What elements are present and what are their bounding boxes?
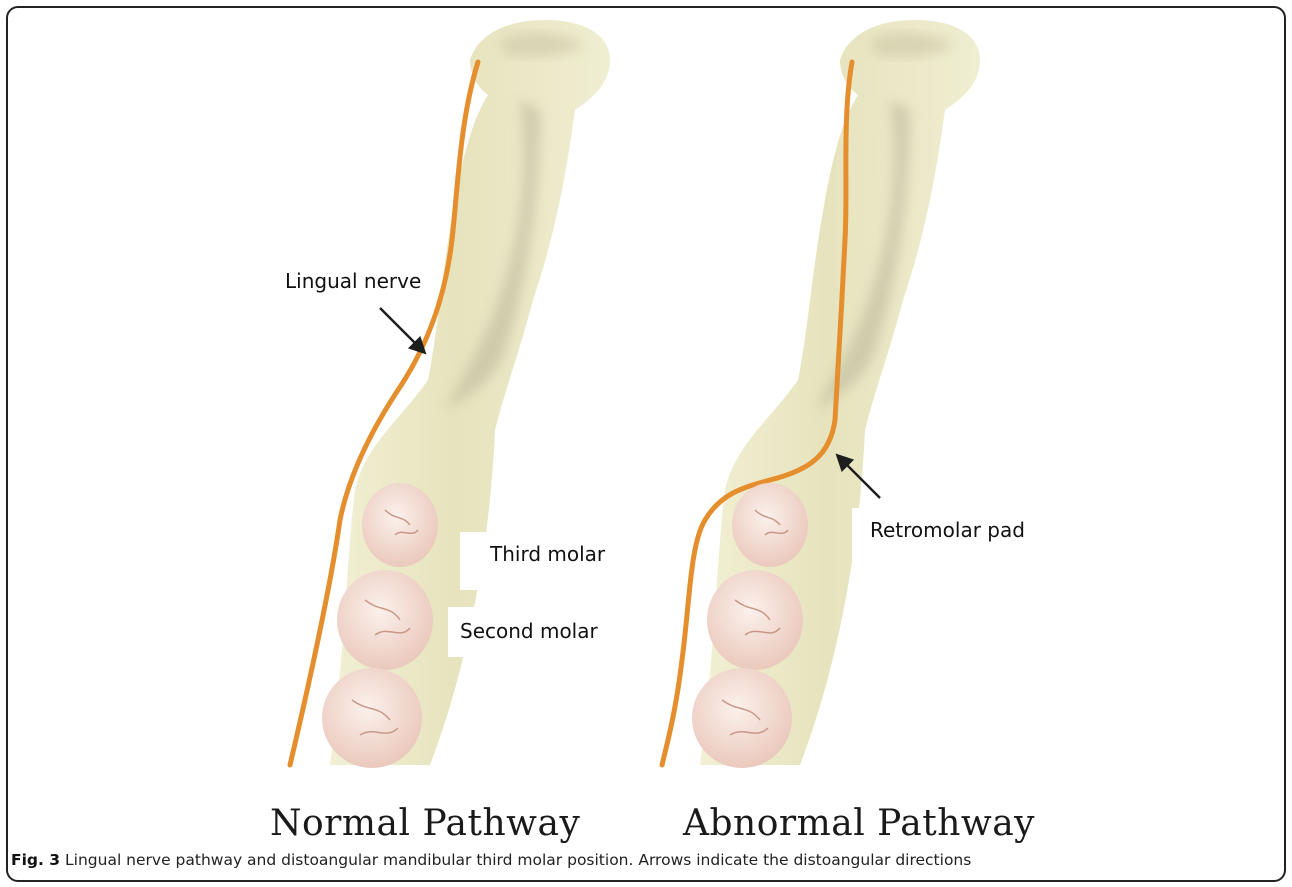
normal-third-molar [362,483,438,567]
lingual-nerve-arrow [380,308,424,352]
abnormal-pathway-title: Abnormal Pathway [683,803,1035,844]
second-molar-label: Second molar [448,607,606,657]
third-molar-label: Third molar [460,532,613,590]
figure-caption: Fig. 3 Lingual nerve pathway and distoan… [11,851,971,869]
caption-text: Lingual nerve pathway and distoangular m… [65,851,971,869]
abnormal-first-molar [692,668,792,768]
abnormal-third-molar [732,483,808,567]
figure-number: Fig. 3 [11,851,60,869]
normal-first-molar [322,668,422,768]
abnormal-mandible [662,20,980,768]
normal-pathway-title: Normal Pathway [270,803,580,844]
abnormal-second-molar [707,570,803,670]
retromolar-pad-label: Retromolar pad [852,508,1037,566]
lingual-nerve-label: Lingual nerve [285,271,421,291]
normal-second-molar [337,570,433,670]
